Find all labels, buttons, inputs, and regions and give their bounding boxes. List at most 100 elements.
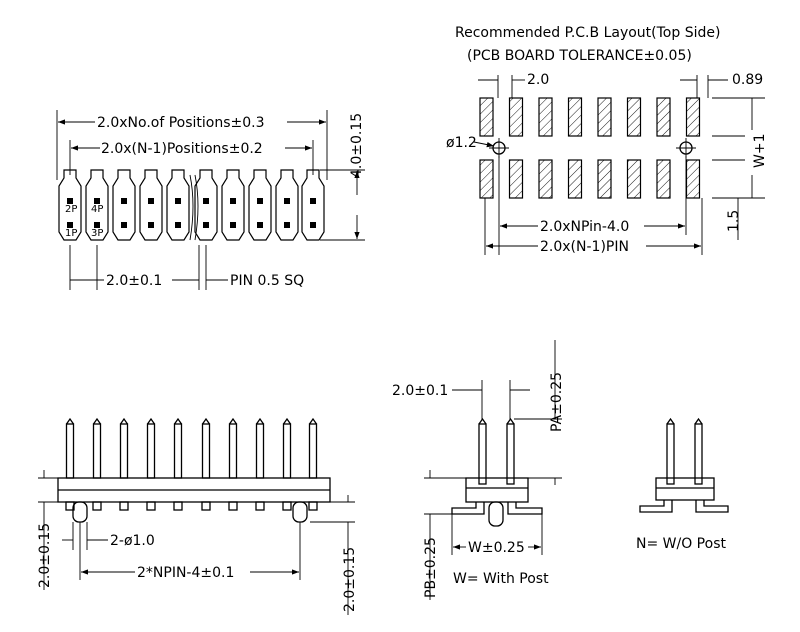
dim-w-plus-1: W+1 — [752, 134, 768, 168]
pcb-pad — [538, 97, 553, 137]
side-pin — [119, 423, 129, 479]
side-pin — [173, 423, 183, 479]
pin-foot — [173, 501, 183, 511]
side-pin — [282, 423, 292, 479]
top-pin-body — [112, 169, 136, 241]
top-view: 2.0xNo.of Positions±0.3 2.0x(N-1)Positio… — [56, 110, 365, 290]
square-pin — [121, 222, 127, 228]
pin-tip — [146, 417, 156, 425]
wp-dim-pb: PB±0.25 — [423, 537, 439, 598]
wp-dim-w: W±0.25 — [468, 540, 525, 556]
side-pin — [92, 423, 102, 479]
square-pin — [148, 222, 154, 228]
pcb-pad — [567, 159, 583, 199]
pin-tip — [255, 417, 265, 425]
side-dim-left: 2.0±0.15 — [37, 523, 53, 588]
dim-total-pins: 2.0x(N-1)PIN — [540, 239, 629, 255]
pin-tip — [308, 417, 318, 425]
pin-foot — [255, 501, 265, 511]
pcb-pad — [656, 97, 671, 137]
pcb-pad — [656, 159, 671, 199]
wop-caption: N= W/O Post — [636, 536, 726, 552]
pcb-pad — [567, 97, 583, 137]
square-pin — [310, 222, 316, 228]
pin-tip — [65, 417, 75, 425]
square-pin — [284, 222, 290, 228]
pin-foot — [119, 501, 129, 511]
dim-inner-width: 2.0x(N-1)Positions±0.2 — [101, 141, 263, 157]
pin-foot — [92, 501, 102, 511]
side-pin — [255, 423, 265, 479]
square-pin — [230, 198, 236, 204]
square-pin — [203, 198, 209, 204]
dim-pcb-pitch: 2.0 — [527, 72, 549, 88]
dim-overall-width: 2.0xNo.of Positions±0.3 — [97, 115, 265, 131]
wp-dim-pitch: 2.0±0.1 — [392, 383, 448, 399]
side-pin — [308, 423, 318, 479]
square-pin — [148, 198, 154, 204]
square-pin — [284, 198, 290, 204]
top-pin-body — [85, 169, 109, 241]
pin-foot — [201, 501, 211, 511]
square-pin — [175, 198, 181, 204]
pin-tip — [282, 417, 292, 425]
dim-pitch: 2.0±0.1 — [106, 273, 162, 289]
layout-subtitle: (PCB BOARD TOLERANCE±0.05) — [467, 48, 692, 64]
pcb-pad — [597, 159, 612, 199]
top-pin-body — [166, 169, 190, 241]
square-pin — [67, 222, 73, 228]
square-pin — [94, 198, 100, 204]
pin-size: PIN 0.5 SQ — [230, 273, 304, 289]
top-pin-body — [301, 169, 325, 241]
pin-tip — [201, 417, 211, 425]
pin-tip — [119, 417, 129, 425]
square-pin — [121, 198, 127, 204]
side-dim-post: 2-ø1.0 — [110, 533, 155, 549]
without-post-view: N= W/O Post — [636, 417, 729, 552]
square-pin — [257, 198, 263, 204]
layout-title: Recommended P.C.B Layout(Top Side) — [455, 25, 720, 41]
pin-foot — [228, 501, 238, 511]
pcb-pad — [479, 159, 494, 199]
top-pin-body — [58, 169, 82, 241]
pcb-layout: Recommended P.C.B Layout(Top Side) (PCB … — [446, 25, 768, 255]
dim-npin: 2.0xNPin-4.0 — [540, 219, 629, 235]
side-pin — [228, 423, 238, 479]
pin-tip — [173, 417, 183, 425]
side-pin — [65, 423, 75, 479]
pcb-pad — [685, 97, 701, 137]
dim-gap: 1.5 — [726, 210, 742, 232]
with-post-view: 2.0±0.1 PA±0.25 PB±0.25 W±0.25 W= With P… — [392, 340, 565, 600]
pin-foot — [146, 501, 156, 511]
pcb-pad — [479, 97, 494, 137]
break-mark — [189, 174, 194, 241]
side-dim-span: 2*NPIN-4±0.1 — [137, 565, 234, 581]
wp-dim-pa: PA±0.25 — [549, 372, 565, 432]
side-dim-right: 2.0±0.15 — [342, 547, 358, 612]
wp-caption: W= With Post — [453, 571, 549, 587]
pin-foot — [282, 501, 292, 511]
pcb-pad — [508, 159, 524, 199]
top-pin-body — [221, 169, 245, 241]
pin-label-2p: 2P — [65, 204, 77, 215]
square-pin — [94, 222, 100, 228]
pin-label-1p: 1P — [65, 228, 77, 239]
pin-label-3p: 3P — [91, 228, 103, 239]
side-pin — [201, 423, 211, 479]
pin-foot — [308, 501, 318, 511]
dim-pad-width: 0.89 — [732, 72, 763, 88]
pcb-pad — [626, 159, 642, 199]
pcb-pad — [685, 159, 701, 199]
side-pin — [146, 423, 156, 479]
square-pin — [67, 198, 73, 204]
top-pin-body — [275, 169, 299, 241]
pin-label-4p: 4P — [91, 204, 103, 215]
side-view: 2.0±0.15 2-ø1.0 2*NPIN-4±0.1 2.0±0.15 — [37, 417, 358, 615]
pcb-pad — [538, 159, 553, 199]
break-mark — [194, 174, 199, 241]
top-pin-body — [248, 169, 272, 241]
pin-tip — [92, 417, 102, 425]
square-pin — [175, 222, 181, 228]
pcb-pad — [626, 97, 642, 137]
